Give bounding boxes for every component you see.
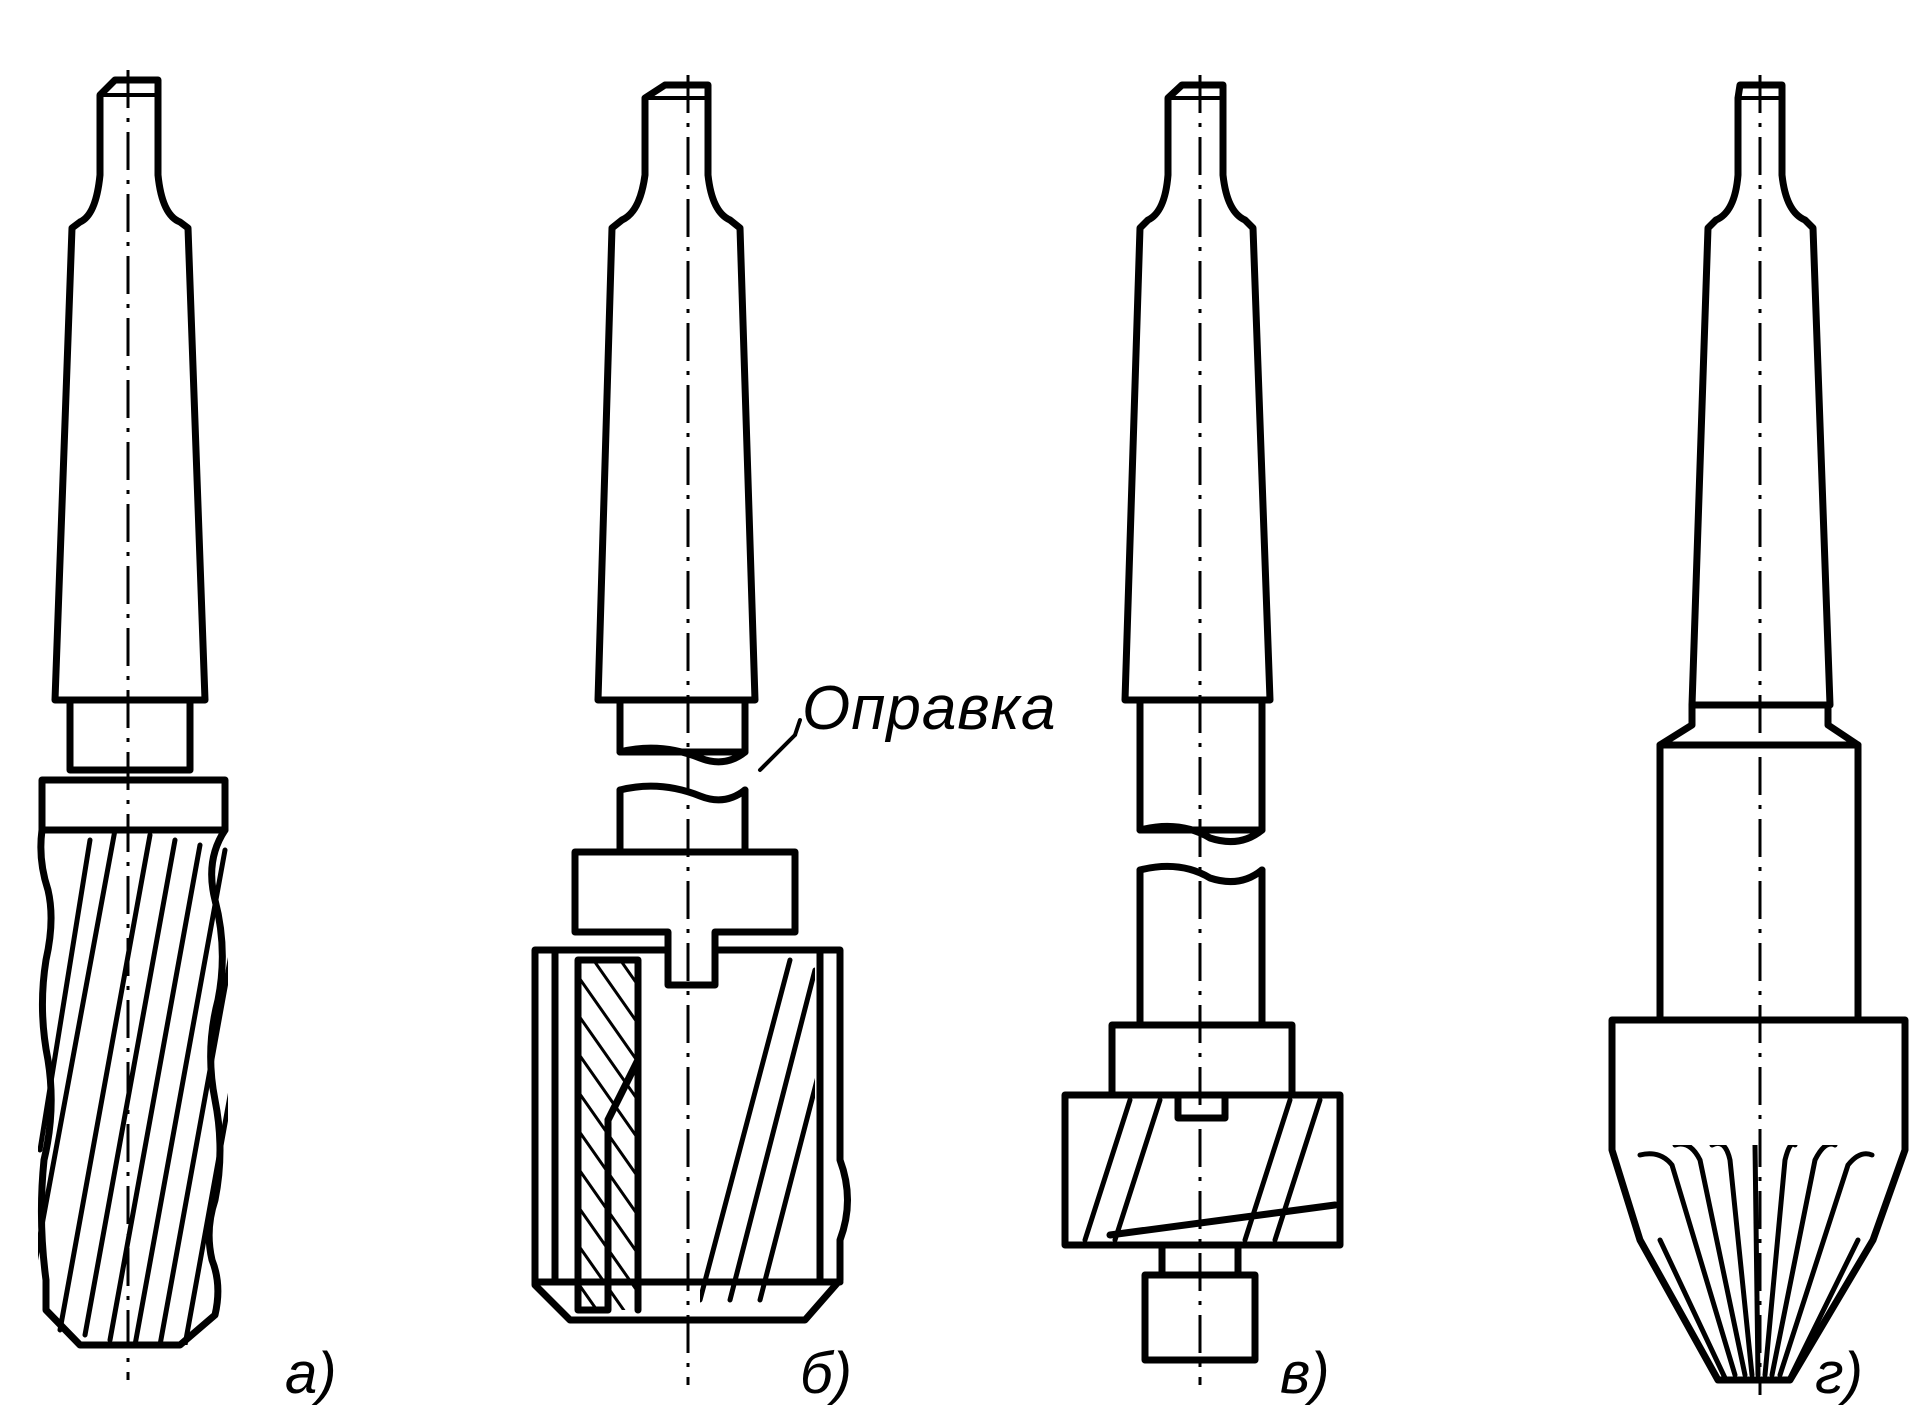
mandrel-callout-label: Оправка — [802, 674, 1057, 743]
tool-c — [1061, 75, 1344, 1385]
tool-b — [531, 75, 851, 1385]
tool-a — [37, 70, 229, 1380]
panel-label-a: а) — [285, 1341, 337, 1406]
panel-label-c: в) — [1280, 1341, 1330, 1406]
tool-d — [1608, 75, 1909, 1395]
panel-label-b: б) — [800, 1341, 852, 1406]
panel-label-d: г) — [1815, 1341, 1863, 1406]
